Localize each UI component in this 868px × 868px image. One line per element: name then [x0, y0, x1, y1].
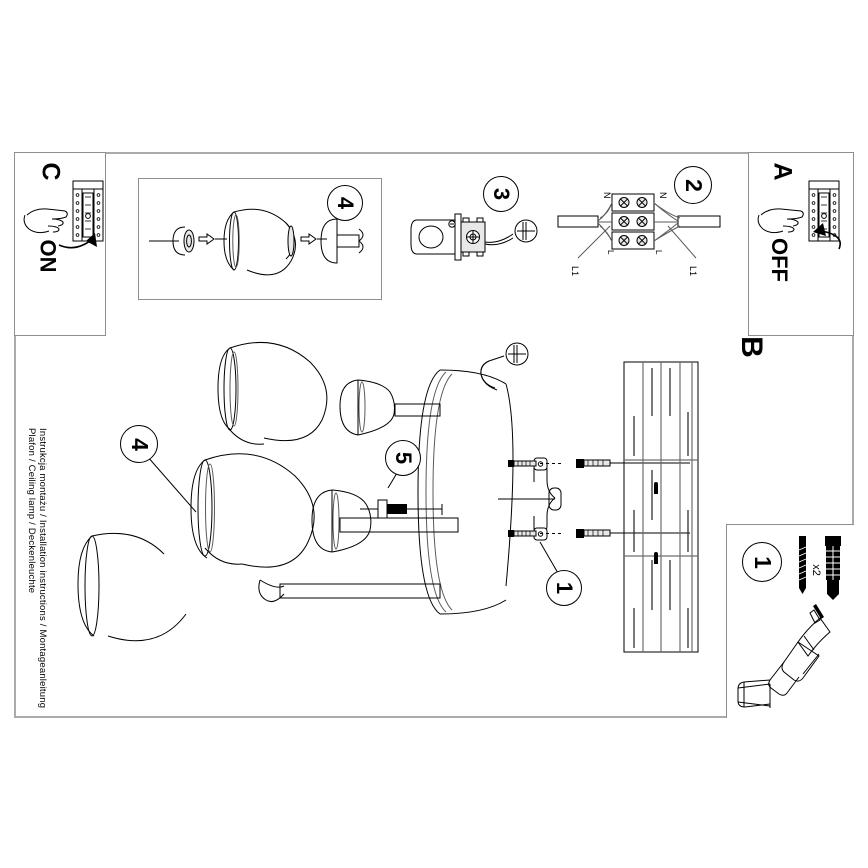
- callout-5: 5: [385, 440, 421, 476]
- callout-4: 4: [120, 425, 158, 463]
- main-assembly-diagram: [77, 342, 690, 642]
- screw-icon: [798, 536, 807, 594]
- power-drill-icon: [737, 604, 831, 708]
- panel-letter-b: B: [734, 336, 768, 358]
- svg-text:L: L: [654, 250, 663, 255]
- glass-globe-lower: [77, 532, 187, 642]
- screwdriver-symbol-icon: [514, 219, 538, 243]
- callout-1: 1: [546, 570, 582, 606]
- step-number-4-top: 4: [327, 185, 363, 221]
- lamp-arm-middle: [311, 489, 459, 553]
- glass-globe: [223, 208, 296, 276]
- wall-plug-lower: [508, 530, 562, 537]
- lamp-arm-top: [339, 379, 441, 436]
- set-screw: [360, 499, 443, 519]
- arrow-insert-1: [198, 233, 227, 245]
- arrow-insert-2: [300, 233, 327, 245]
- lamp-arm-lower: [258, 579, 441, 602]
- panel-off-label: OFF: [767, 238, 792, 282]
- panel-power-off: A: [748, 152, 854, 336]
- panel-power-on: C: [14, 152, 106, 336]
- glass-globe-middle: [190, 453, 315, 568]
- terminal-label-n-left: N: [602, 192, 612, 199]
- terminal-block-icon: [557, 193, 721, 259]
- terminal-label-l1-right: L1: [688, 266, 698, 276]
- svg-text:L: L: [606, 250, 615, 255]
- wall-anchor-hole-lower: [654, 552, 658, 564]
- mounting-screw-upper: [576, 459, 690, 468]
- lamp-head: [320, 218, 364, 264]
- wall-plug-icon: [825, 536, 841, 600]
- circuit-breaker-icon: [808, 180, 840, 242]
- panel-step-1: 1: [726, 524, 854, 718]
- step-number-2: 2: [674, 166, 712, 204]
- ceiling-mount-plate: [417, 369, 514, 615]
- panel-on-label: ON: [35, 239, 61, 273]
- connector-block-icon: [410, 213, 486, 261]
- tool-symbol-wire: [480, 355, 505, 391]
- panel-step-3: 3: [405, 172, 550, 282]
- step-number-3: 3: [483, 176, 519, 212]
- panel-step-2: N N L1 L1 L L 2: [556, 166, 741, 276]
- step-number-1: 1: [742, 542, 782, 582]
- mounting-bracket: [498, 457, 562, 541]
- panel-step-4-top: 4: [138, 178, 382, 300]
- circuit-breaker-icon: [72, 180, 104, 242]
- product-title-line-2: Plafon / Ceiling lamp / Deckenleuchte: [26, 428, 37, 594]
- mounting-screw-lower: [576, 529, 690, 538]
- screwdriver-symbol-icon: [505, 342, 529, 366]
- arrow-on-icon: [58, 233, 97, 249]
- product-title-line-1: Instrukcja montażu / Installation instru…: [37, 428, 48, 709]
- quantity-label: x2: [809, 564, 822, 576]
- hand-icon: [23, 208, 68, 234]
- terminal-label-n-right: N: [658, 192, 668, 199]
- arrow-off-icon: [813, 223, 841, 250]
- wall-plug-upper: [508, 460, 562, 467]
- terminal-label-l1-left: L1: [570, 266, 580, 276]
- hand-icon: [757, 208, 804, 234]
- wall-anchor-hole-upper: [654, 482, 658, 494]
- bulb-icon: [149, 226, 195, 256]
- brick-wall-section: [623, 361, 699, 653]
- glass-globe-top: [217, 342, 328, 445]
